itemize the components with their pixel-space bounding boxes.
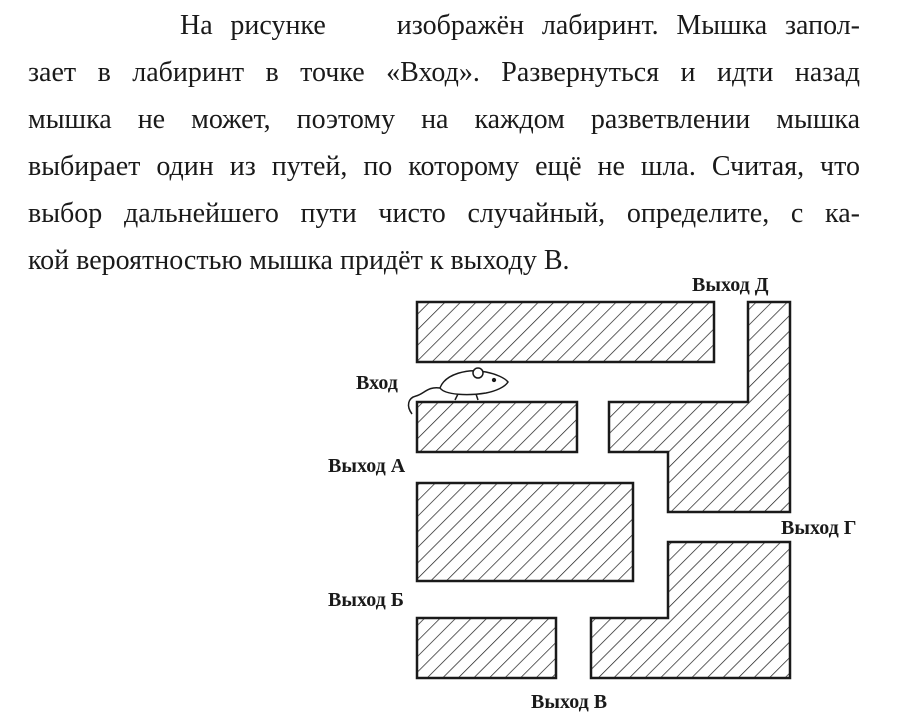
maze-wall-middle	[415, 481, 635, 583]
maze-wall-top	[415, 300, 716, 364]
exit-label-a: Выход А	[328, 455, 406, 477]
mouse-icon	[407, 367, 509, 415]
problem-statement: На рисунке изображён лабиринт. Мышка зап…	[28, 2, 860, 284]
maze-wall-entry	[415, 400, 579, 454]
problem-line: На рисунке изображён лабиринт. Мышка зап…	[180, 10, 860, 41]
exit-label-b: Выход Б	[328, 589, 404, 611]
maze-wall-upper-right	[607, 300, 792, 514]
problem-line: выбор дальнейшего пути чисто случайный, …	[28, 198, 860, 229]
exit-label-d: Выход Д	[692, 274, 769, 296]
maze-wall-lower-right	[589, 540, 792, 680]
exit-label-v: Выход В	[531, 691, 607, 713]
problem-line: зает в лабиринт в точке «Вход». Разверну…	[28, 57, 860, 88]
entrance-label: Вход	[356, 372, 398, 394]
exit-label-g: Выход Г	[781, 517, 856, 539]
problem-line: кой вероятностью мышка придёт к выходу В…	[28, 245, 570, 276]
problem-line: мышка не может, поэтому на каждом развет…	[28, 104, 860, 135]
problem-line: выбирает один из путей, по которому ещё …	[28, 151, 860, 182]
maze-wall-bottom-left	[415, 616, 558, 680]
